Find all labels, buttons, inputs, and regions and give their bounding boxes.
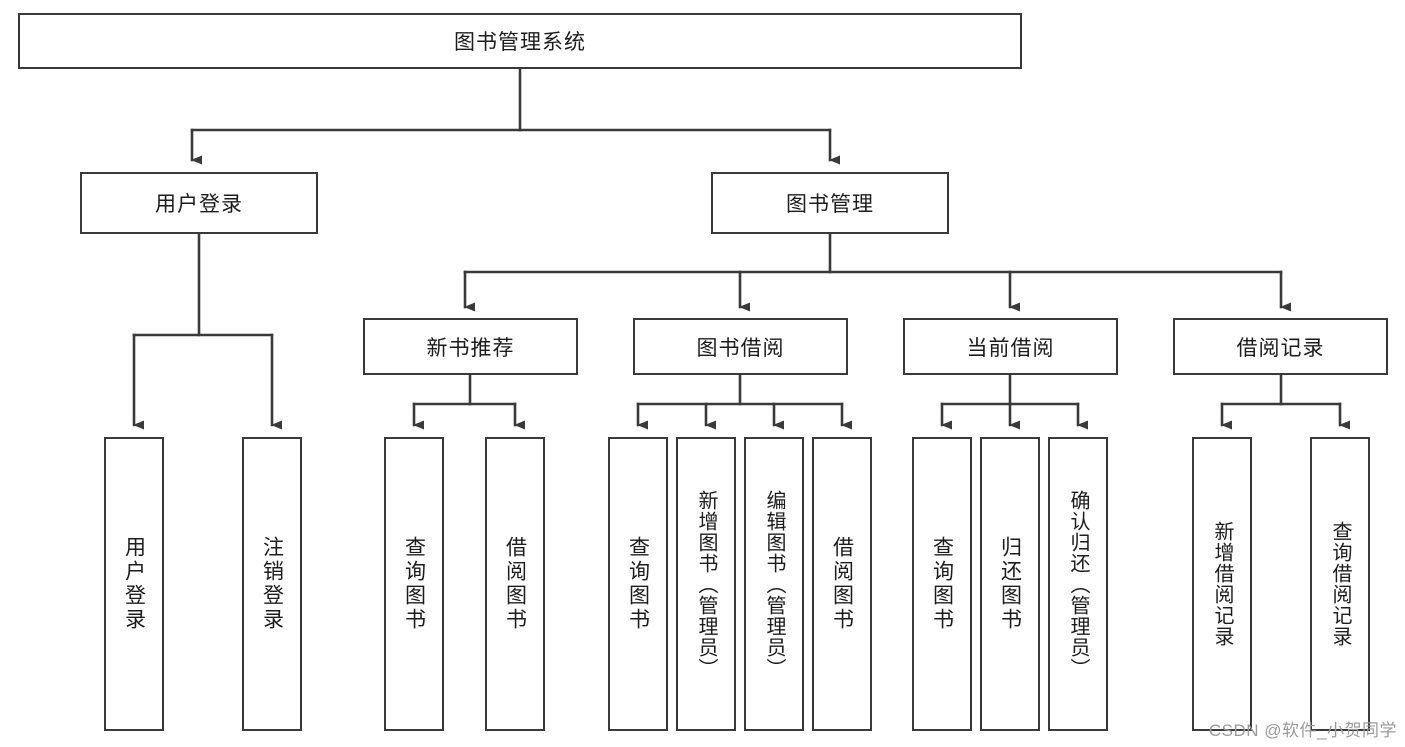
node-leaf-newbook-query-label: 查询图书 xyxy=(402,536,426,632)
node-book-management-label: 图书管理 xyxy=(786,193,874,216)
node-leaf-borrow-query-label: 查询图书 xyxy=(626,536,650,632)
node-leaf-user-login-label: 用户登录 xyxy=(122,536,146,632)
node-leaf-book-edit[interactable]: 编辑图书（管理员） xyxy=(744,437,804,731)
node-new-book-recommend[interactable]: 新书推荐 xyxy=(363,318,578,375)
node-leaf-current-query-label: 查询图书 xyxy=(930,536,954,632)
node-book-borrow-label: 图书借阅 xyxy=(696,336,785,360)
node-leaf-record-add-label: 新增借阅记录 xyxy=(1211,521,1233,647)
node-leaf-record-query[interactable]: 查询借阅记录 xyxy=(1310,437,1370,731)
node-borrow-record-label: 借阅记录 xyxy=(1236,336,1325,360)
node-leaf-current-query[interactable]: 查询图书 xyxy=(912,437,972,731)
node-leaf-newbook-borrow-label: 借阅图书 xyxy=(503,536,527,632)
node-leaf-return-book-label: 归还图书 xyxy=(998,536,1022,632)
node-root-label: 图书管理系统 xyxy=(454,31,586,54)
node-leaf-book-add-label: 新增图书（管理员） xyxy=(695,489,717,679)
node-book-borrow[interactable]: 图书借阅 xyxy=(633,318,848,375)
node-leaf-borrow-book[interactable]: 借阅图书 xyxy=(812,437,872,731)
node-leaf-borrow-book-label: 借阅图书 xyxy=(830,536,854,632)
node-leaf-borrow-query[interactable]: 查询图书 xyxy=(608,437,668,731)
node-leaf-newbook-borrow[interactable]: 借阅图书 xyxy=(485,437,545,731)
node-leaf-logout[interactable]: 注销登录 xyxy=(242,437,302,731)
node-borrow-record[interactable]: 借阅记录 xyxy=(1173,318,1388,375)
node-leaf-return-book[interactable]: 归还图书 xyxy=(980,437,1040,731)
node-leaf-confirm-return-label: 确认归还（管理员） xyxy=(1067,489,1089,679)
node-leaf-confirm-return[interactable]: 确认归还（管理员） xyxy=(1048,437,1108,731)
node-user-login[interactable]: 用户登录 xyxy=(80,172,318,234)
node-current-borrow-label: 当前借阅 xyxy=(966,336,1055,360)
node-leaf-newbook-query[interactable]: 查询图书 xyxy=(384,437,444,731)
node-book-management[interactable]: 图书管理 xyxy=(711,172,949,234)
node-root[interactable]: 图书管理系统 xyxy=(18,13,1022,69)
node-leaf-record-query-label: 查询借阅记录 xyxy=(1329,521,1351,647)
node-leaf-logout-label: 注销登录 xyxy=(260,536,284,632)
node-leaf-user-login[interactable]: 用户登录 xyxy=(104,437,164,731)
node-leaf-record-add[interactable]: 新增借阅记录 xyxy=(1192,437,1252,731)
node-current-borrow[interactable]: 当前借阅 xyxy=(903,318,1118,375)
node-new-book-recommend-label: 新书推荐 xyxy=(426,336,515,360)
watermark-text: CSDN @软件_小贺同学 xyxy=(1208,721,1397,740)
node-leaf-book-add[interactable]: 新增图书（管理员） xyxy=(676,437,736,731)
node-leaf-book-edit-label: 编辑图书（管理员） xyxy=(763,489,785,679)
node-user-login-label: 用户登录 xyxy=(155,193,243,216)
